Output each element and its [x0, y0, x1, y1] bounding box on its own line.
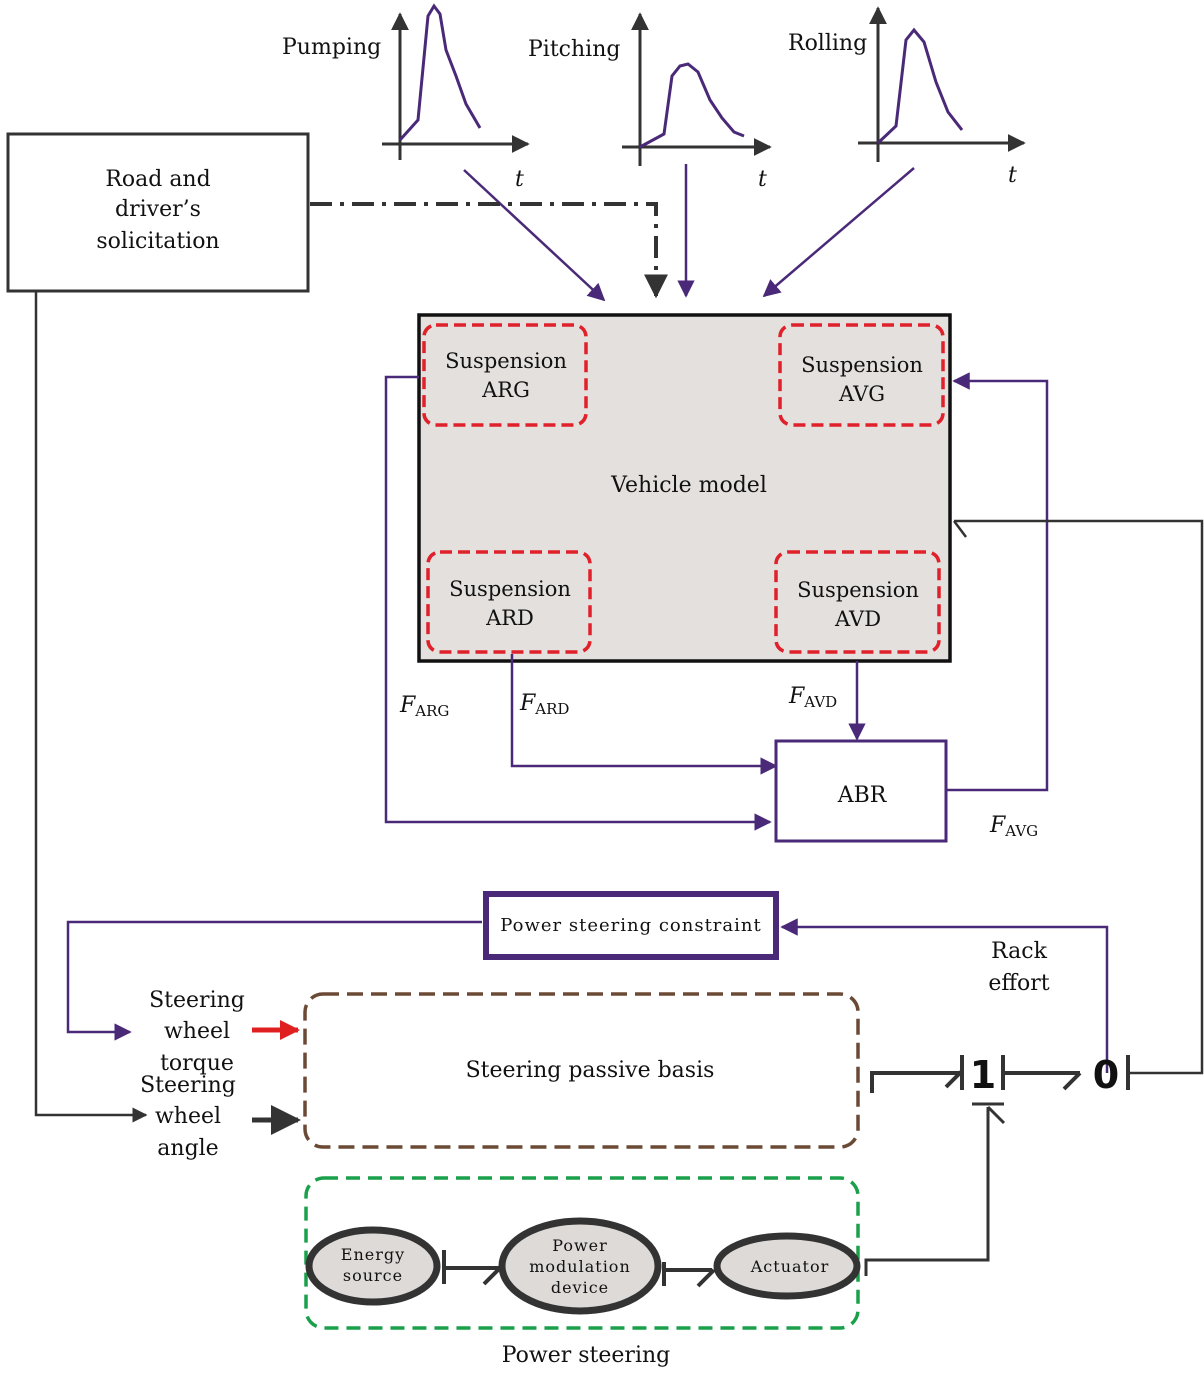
bond-half-arrow [482, 1266, 502, 1286]
pumping-arrow [463, 169, 606, 302]
time-axis-label: t [515, 167, 524, 192]
power-steering-block: Power steering Energy source Power modul… [304, 1176, 861, 1368]
suspension-arg-label: Suspension [445, 349, 567, 373]
force-ard-label: FARD [519, 691, 569, 718]
road-label-line3: solicitation [96, 229, 219, 254]
angle-label-line2: wheel [155, 1104, 221, 1129]
bond-half-arrow [944, 1069, 964, 1089]
rack-effort-line [780, 918, 1109, 1073]
torque-label-line3: torque [160, 1051, 234, 1076]
force-avg-line [946, 372, 1049, 792]
force-ard-line [510, 654, 778, 775]
suspension-avd-label: Suspension [797, 578, 919, 602]
bond-half-arrow [986, 1105, 1006, 1125]
suspension-arg-code: ARG [481, 378, 530, 402]
force-arg-line [384, 375, 772, 831]
junction-0: 0 [1093, 1053, 1119, 1097]
abr-block: ABR [774, 739, 948, 843]
steering-passive-basis-block: Steering passive basis [303, 992, 860, 1149]
modulation-label-line1: Power [552, 1236, 608, 1255]
bond-half-arrow [1062, 1071, 1082, 1091]
pumping-label: Pumping [282, 35, 381, 60]
pumping-curve [398, 3, 482, 142]
rack-effort-label-line1: Rack [991, 939, 1048, 964]
force-arg-label: FARG [399, 693, 449, 720]
rack-effort-label-line2: effort [988, 971, 1049, 996]
constraint-label: Power steering constraint [500, 915, 761, 936]
junction0-to-vehicle-bond [954, 519, 1204, 1075]
modulation-label-line2: modulation [529, 1257, 631, 1276]
road-to-vehicle-dashdot [310, 202, 668, 299]
abr-label: ABR [837, 783, 888, 808]
constraint-to-torque-line [66, 920, 482, 1041]
suspension-ard-code: ARD [485, 606, 534, 630]
pitching-curve [639, 62, 745, 149]
bond-half-arrow [696, 1268, 716, 1288]
bond-half-arrow [953, 520, 967, 538]
time-axis-label: t [1008, 163, 1017, 188]
power-steering-label: Power steering [502, 1343, 671, 1368]
energy-source-label-line1: Energy [341, 1245, 405, 1264]
road-label-line1: Road and [105, 167, 210, 192]
suspension-avg-code: AVG [838, 382, 885, 406]
actuator [713, 1232, 861, 1300]
passive-to-junction1-bond [870, 1071, 960, 1093]
actuator-to-junction1-bond [864, 1107, 990, 1276]
modulation-label-line3: device [551, 1278, 609, 1297]
road-label-line2: driver’s [115, 197, 201, 222]
road-to-angle-line [34, 291, 148, 1123]
suspension-avg-label: Suspension [801, 353, 923, 377]
torque-label-line2: wheel [164, 1019, 230, 1044]
vehicle-model-label: Vehicle model [610, 473, 767, 498]
rolling-label: Rolling [788, 31, 867, 56]
time-axis-label: t [758, 167, 767, 192]
power-steering-constraint-block: Power steering constraint [483, 891, 779, 960]
energy-source [305, 1226, 441, 1306]
suspension-ard-label: Suspension [449, 577, 571, 601]
junction-1: 1 [970, 1053, 996, 1097]
force-avg-label: FAVG [989, 813, 1038, 840]
graph-pitching: Pitching t [528, 12, 772, 192]
rolling-curve [876, 27, 964, 145]
road-driver-block: Road and driver’s solicitation [6, 132, 310, 293]
power-modulation-device [498, 1217, 662, 1315]
actuator-label: Actuator [750, 1257, 830, 1276]
graph-rolling: Rolling t [788, 6, 1026, 188]
passive-basis-label: Steering passive basis [466, 1058, 715, 1083]
angle-label-line1: Steering [140, 1073, 236, 1098]
graph-pumping: Pumping t [282, 3, 530, 192]
rolling-arrow [762, 167, 915, 298]
force-avd-label: FAVD [788, 684, 837, 711]
suspension-avd-code: AVD [834, 607, 881, 631]
torque-label-line1: Steering [149, 988, 245, 1013]
pitching-label: Pitching [528, 37, 620, 62]
energy-source-label-line2: source [343, 1266, 403, 1285]
vehicle-model-block: Vehicle model Suspension ARG Suspension … [417, 313, 952, 663]
angle-label-line3: angle [157, 1136, 218, 1161]
